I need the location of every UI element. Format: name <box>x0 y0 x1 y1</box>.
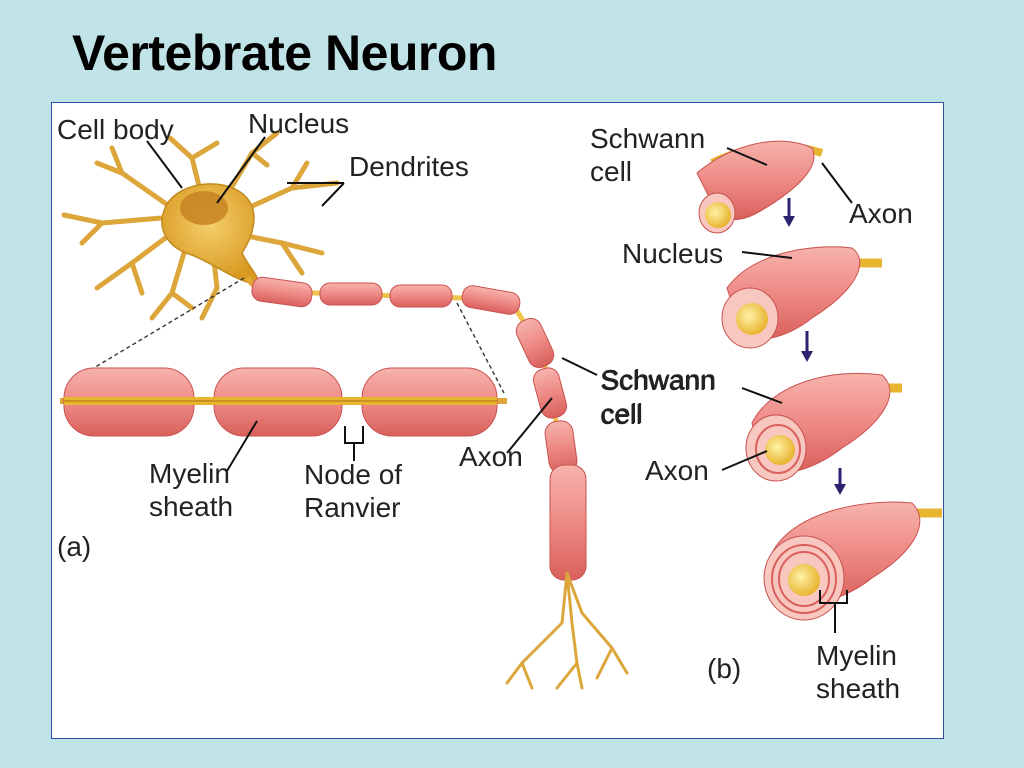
panel-b-label: (b) <box>707 653 741 684</box>
label-nucleus-b: Nucleus <box>622 238 723 269</box>
label-myelin-b-2: sheath <box>816 673 900 704</box>
label-schwann-b2-1: Schwann <box>600 365 715 396</box>
label-axon-b-mid: Axon <box>645 455 709 486</box>
label-node-1: Node of <box>304 459 402 490</box>
label-nucleus-a: Nucleus <box>248 108 349 139</box>
figure-frame: Cell body Nucleus Dendrites Schwann cell… <box>51 102 944 739</box>
label-axon-a: Axon <box>459 441 523 472</box>
label-myelin-a-2: sheath <box>149 491 233 522</box>
panel-a: Cell body Nucleus Dendrites Schwann cell… <box>57 108 716 690</box>
wrap-stage-1 <box>696 140 824 234</box>
label-cell-body: Cell body <box>57 114 174 145</box>
label-schwann-b-1: Schwann <box>590 123 705 154</box>
axon-terminals <box>505 571 629 690</box>
sequence-arrows <box>783 198 846 495</box>
panel-a-label: (a) <box>57 531 91 562</box>
label-myelin-a-1: Myelin <box>149 458 230 489</box>
panel-b: Schwann cell Axon Nucleus Schwann cell A… <box>590 123 942 704</box>
neuron-diagram: Cell body Nucleus Dendrites Schwann cell… <box>57 108 942 704</box>
label-axon-b-top: Axon <box>849 198 913 229</box>
label-myelin-b-1: Myelin <box>816 640 897 671</box>
label-schwann-b2-2: cell <box>600 399 642 430</box>
slide-title: Vertebrate Neuron <box>72 25 497 81</box>
enlarged-myelin <box>60 367 507 437</box>
axon-myelin-segments <box>251 276 587 581</box>
label-node-2: Ranvier <box>304 492 400 523</box>
dendrites-shape <box>61 130 340 321</box>
label-schwann-a-2: cell <box>601 398 643 429</box>
wrap-stage-4 <box>763 501 942 621</box>
label-schwann-a-1: Schwann <box>601 364 716 395</box>
wrap-stage-2 <box>721 246 882 349</box>
label-dendrites: Dendrites <box>349 151 469 182</box>
nucleus-shape <box>180 191 228 225</box>
label-schwann-b-2: cell <box>590 156 632 187</box>
wrap-stage-3 <box>745 372 902 482</box>
